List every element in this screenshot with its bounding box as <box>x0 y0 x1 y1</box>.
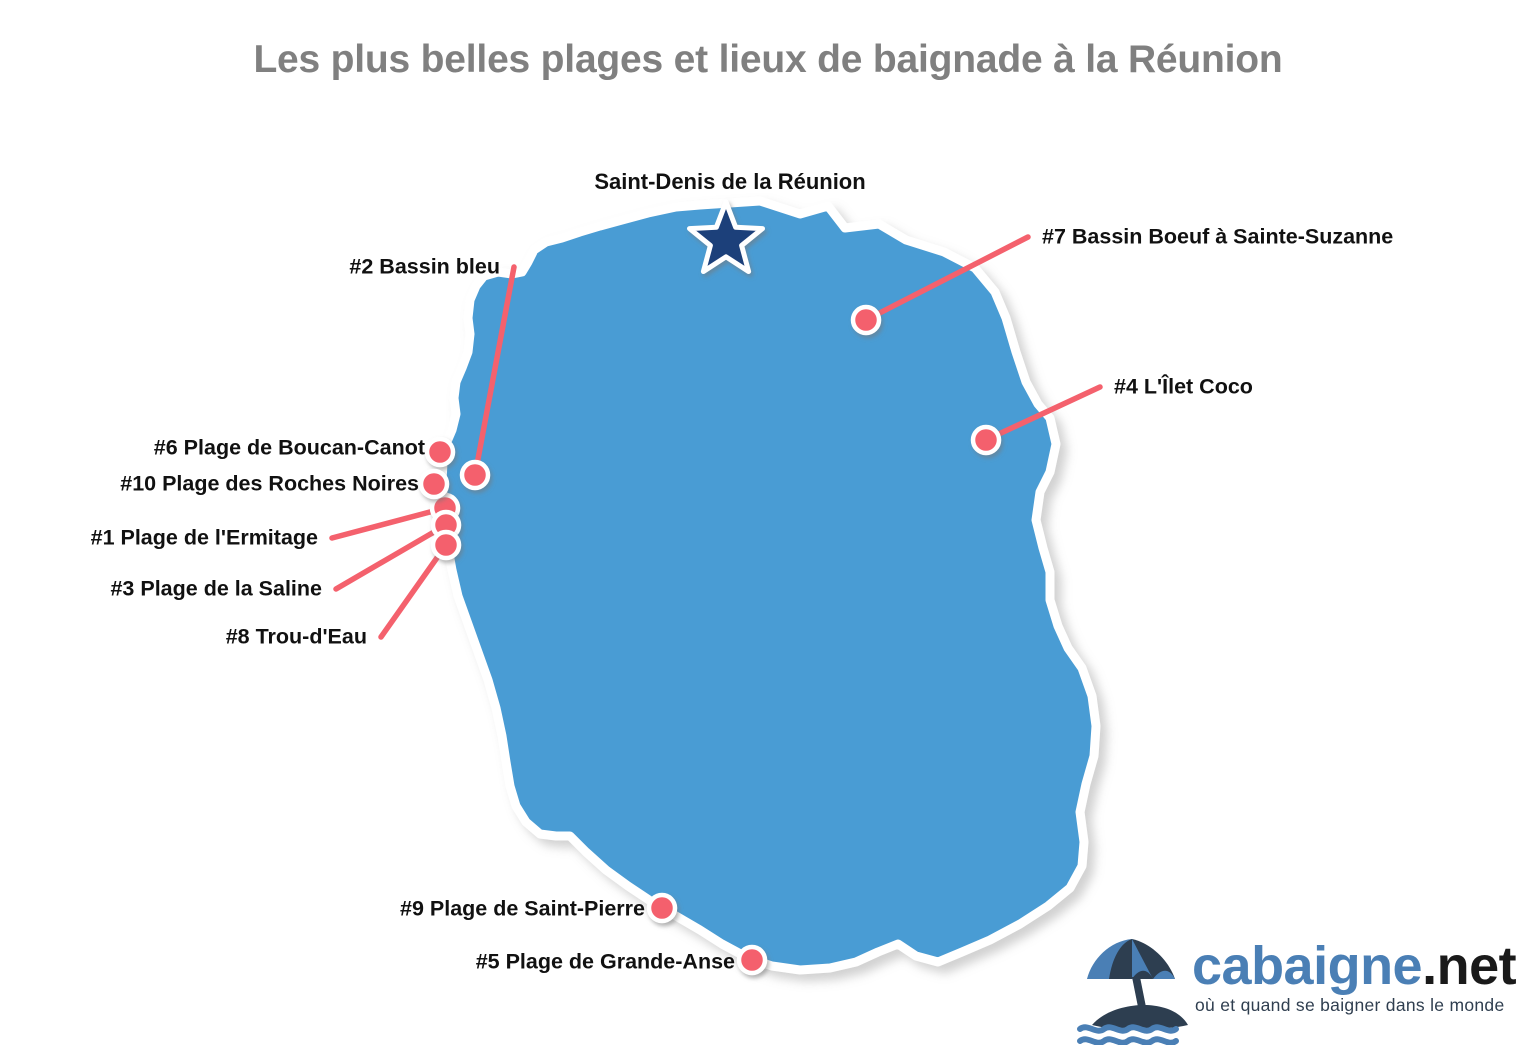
map-label-7[interactable]: #7 Bassin Boeuf à Sainte-Suzanne <box>1042 224 1394 249</box>
map-marker-8[interactable] <box>430 529 462 561</box>
capital-label: Saint-Denis de la Réunion <box>594 169 866 194</box>
waves-icon <box>1077 1024 1179 1045</box>
map-label-9[interactable]: #9 Plage de Saint-Pierre <box>400 896 645 921</box>
map-label-10[interactable]: #10 Plage des Roches Noires <box>120 471 419 496</box>
map-marker-7[interactable] <box>850 304 882 336</box>
brand-tld: .net <box>1422 936 1517 996</box>
page-title: Les plus belles plages et lieux de baign… <box>253 38 1283 81</box>
map-label-5[interactable]: #5 Plage de Grande-Anse <box>475 949 735 974</box>
parasol-canopy <box>1087 939 1175 979</box>
map-marker-2[interactable] <box>459 459 491 491</box>
leader-line-4 <box>983 384 1103 443</box>
brand-tagline: où et quand se baigner dans le monde <box>1195 995 1505 1015</box>
map-label-1[interactable]: #1 Plage de l'Ermitage <box>90 525 318 550</box>
map-label-6[interactable]: #6 Plage de Boucan-Canot <box>153 435 425 460</box>
leader-lines <box>329 234 1103 640</box>
map-marker-5[interactable] <box>736 944 768 976</box>
map-marker-10[interactable] <box>418 468 450 500</box>
map-label-3[interactable]: #3 Plage de la Saline <box>110 576 322 601</box>
capital-star-icon <box>687 199 765 274</box>
map-marker-6[interactable] <box>424 436 456 468</box>
leader-line-2 <box>472 264 517 478</box>
leader-line-8 <box>378 542 449 640</box>
brand-name: cabaigne <box>1192 936 1423 996</box>
map-label-8[interactable]: #8 Trou-d'Eau <box>225 624 367 649</box>
leader-line-1 <box>329 505 448 541</box>
map-marker-9[interactable] <box>646 892 678 924</box>
beach-parasol-icon <box>1077 939 1188 1045</box>
map-label-4[interactable]: #4 L'Îlet Coco <box>1114 374 1253 399</box>
map-label-2[interactable]: #2 Bassin bleu <box>349 254 500 279</box>
sand-islet <box>1092 1005 1188 1030</box>
map-marker-4[interactable] <box>970 424 1002 456</box>
island-shape <box>437 196 1101 975</box>
leader-line-7 <box>863 234 1031 323</box>
marker-dots <box>418 304 1002 976</box>
brand-wordmark: cabaigne.net <box>1192 936 1517 996</box>
brand-logo[interactable]: cabaigne.net où et quand se baigner dans… <box>1070 925 1520 1045</box>
leader-line-3 <box>333 522 449 592</box>
